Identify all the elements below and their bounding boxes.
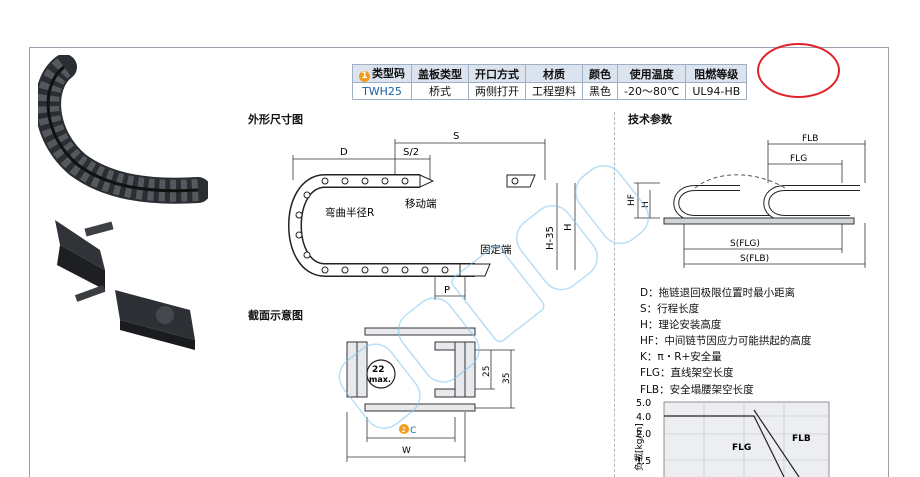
catalog-sheet [29, 47, 889, 477]
legend-item: K：π・R+安全量 [640, 351, 722, 364]
legend-item: S：行程长度 [640, 303, 700, 316]
max-size-unit: max. [369, 375, 391, 384]
cover-type-cell: 桥式 [411, 82, 469, 100]
dim-h-35: H-35 [545, 226, 556, 250]
dim-35: 35 [502, 373, 512, 384]
dim-25: 25 [482, 366, 492, 377]
legend-item: FLG：直线架空长度 [640, 367, 734, 380]
dim-w: W [402, 446, 411, 456]
tech-title: 技术参数 [628, 113, 672, 126]
tech-diagram: HF H FLB FLG S(FLG) S(FLB) [627, 134, 866, 268]
table-row: TWH25 桥式 两侧打开 工程塑料 黑色 -20～80℃ UL94-HB [352, 82, 748, 100]
y-tick: 4.0 [636, 412, 651, 423]
legend-item: FLB：安全塌腰架空长度 [640, 383, 754, 396]
outline-title: 外形尺寸图 [248, 113, 303, 126]
legend-item: HF：中间链节因应力可能拱起的高度 [640, 335, 812, 348]
header-material: 材质 [525, 64, 583, 83]
chart-ylabel: 负载[kg/m] [633, 423, 645, 471]
fixed-end-label: 固定端 [480, 243, 512, 256]
dim-h-tech: H [641, 201, 651, 208]
chart-label-flb: FLB [792, 434, 811, 444]
material-cell: 工程塑料 [525, 82, 583, 100]
flame-rating-cell: UL94-HB [685, 82, 748, 100]
drag-chain-photo [38, 55, 208, 204]
dim-flg: FLG [790, 154, 807, 164]
dim-hf: HF [627, 194, 637, 206]
dim-h: H [563, 223, 574, 231]
opening-cell: 两侧打开 [468, 82, 526, 100]
parameter-legend: D：拖链退回极限位置时最小距离 S：行程长度 H：理论安装高度 HF：中间链节因… [640, 285, 811, 398]
y-tick: 5.0 [636, 398, 651, 409]
dim-s-flg: S(FLG) [730, 239, 760, 249]
header-color: 颜色 [582, 64, 618, 83]
dim-flb: FLB [802, 134, 818, 144]
legend-item: H：理论安装高度 [640, 319, 722, 332]
moving-end-label: 移动端 [405, 197, 437, 210]
dim-d: D [340, 147, 348, 158]
highlight-circle [757, 43, 840, 98]
header-temperature: 使用温度 [616, 64, 687, 83]
dim-s-flb: S(FLB) [740, 254, 769, 264]
number-badge: 1 [359, 71, 370, 82]
chain-link-photo [55, 220, 195, 350]
chart-label-flg: FLG [732, 443, 751, 453]
type-code-cell[interactable]: TWH25 [352, 82, 412, 100]
load-chart: 负载[kg/m] 5.0 4.0 2.0 1.5 FLG FLB [633, 398, 830, 477]
max-size-value: 22 [372, 365, 385, 375]
color-cell: 黑色 [582, 82, 618, 100]
dim-s: S [453, 131, 459, 142]
header-opening: 开口方式 [468, 64, 526, 83]
outline-drawing: S D S/2 移动端 弯曲半径R 固定端 H-35 H P [288, 131, 576, 300]
section-drawing: 22 max. 25 35 2 C W [346, 327, 515, 462]
y-tick: 1.5 [636, 456, 651, 467]
y-tick: 2.0 [636, 429, 651, 440]
dim-p: P [444, 285, 450, 296]
temperature-cell: -20～80℃ [616, 82, 687, 100]
header-cover-type: 盖板类型 [411, 64, 469, 83]
header-flame-rating: 阻燃等级 [685, 64, 748, 83]
dim-c: C [410, 426, 416, 436]
column-divider [614, 112, 615, 477]
section-title: 截面示意图 [248, 309, 303, 322]
c-badge: 2 [402, 426, 406, 434]
bend-radius-label: 弯曲半径R [325, 206, 374, 219]
dim-s-half: S/2 [403, 147, 419, 158]
legend-item: D：拖链退回极限位置时最小距离 [640, 287, 796, 299]
